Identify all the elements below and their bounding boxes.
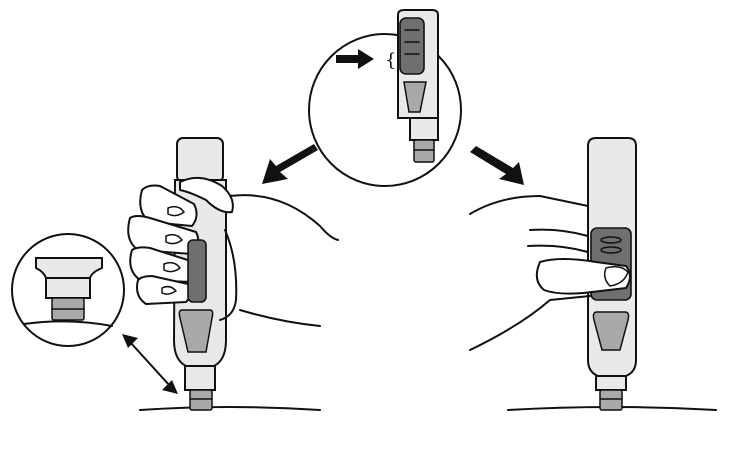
top-magnifier: { xyxy=(308,9,462,187)
left-hand-palm xyxy=(219,229,238,321)
left-pen-cap-end xyxy=(176,137,224,183)
pen-closeup-window xyxy=(403,81,427,113)
left-magnifier-circle xyxy=(11,233,125,347)
left-panel xyxy=(11,137,339,411)
left-pen-collar xyxy=(184,365,216,391)
pen-closeup-needle-cover xyxy=(413,139,435,163)
left-pen-needle-cover xyxy=(189,389,213,411)
right-hand-finger-line-1 xyxy=(529,228,589,237)
top-magnifier-circle xyxy=(308,33,462,187)
left-magnifier-pen-neck xyxy=(45,277,91,299)
left-hand xyxy=(127,176,339,327)
double-headed-arrow-icon xyxy=(122,334,178,394)
pen-closeup-activation-button xyxy=(399,17,425,75)
arrow-to-right-panel xyxy=(470,146,524,185)
right-hand xyxy=(469,195,631,351)
left-magnifier xyxy=(11,233,125,347)
left-pen-activation-button xyxy=(187,239,207,303)
right-pen-window xyxy=(592,311,630,351)
pen-closeup xyxy=(397,9,439,163)
curly-brace-icon: { xyxy=(385,50,396,71)
right-arrow-icon xyxy=(336,49,374,69)
left-magnifier-pen-collar xyxy=(35,257,103,279)
left-magnifier-skin xyxy=(23,320,113,327)
left-hand-wrist-bottom xyxy=(239,309,321,327)
right-hand-bottom xyxy=(469,295,591,351)
pen-closeup-collar xyxy=(409,117,439,141)
left-hand-wrist-top xyxy=(229,194,339,241)
right-pen-needle-cover xyxy=(599,389,623,411)
right-hand-finger-line-2 xyxy=(527,244,589,253)
right-hand-thumb xyxy=(535,258,631,295)
left-skin-surface xyxy=(139,406,321,411)
left-hand-finger-1 xyxy=(139,184,198,227)
right-hand-thumbnail xyxy=(603,265,629,287)
left-pen-window xyxy=(178,309,214,353)
arrow-to-left-panel xyxy=(262,144,318,184)
right-pen-collar xyxy=(595,375,627,391)
right-panel xyxy=(469,137,717,411)
right-hand-top xyxy=(469,195,589,215)
left-hand-thumb xyxy=(179,176,234,214)
